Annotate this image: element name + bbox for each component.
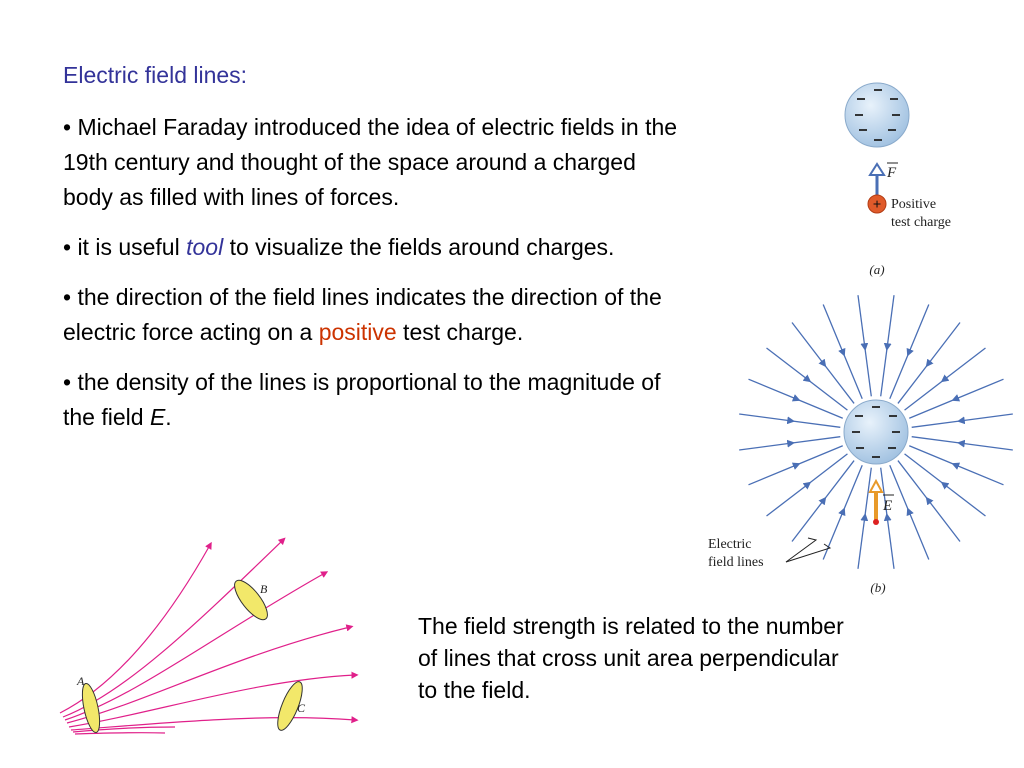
field-line [951,462,1004,486]
field-line-inner [904,453,945,485]
field-line [956,413,1013,425]
field-line [940,347,986,383]
field-lines-label-pointers [785,537,832,563]
field-line-inner [889,465,910,512]
field-lines-label-line2: field lines [708,555,764,570]
panel-label-a: (a) [869,262,884,277]
field-line [951,378,1004,402]
force-vector-arrow [868,162,886,196]
slide-title: Electric field lines: [63,62,248,88]
field-line-inner [889,352,910,399]
bullet-useful-tool: • it is useful tool to visualize the fie… [63,234,615,260]
field-strength-caption: The field strength is related to the num… [418,613,844,703]
field-line-inner [880,467,888,517]
field-line [925,322,961,368]
field-line [748,462,801,486]
field-line-inner [911,420,961,428]
emphasis-positive: positive [318,319,397,345]
field-line [906,304,930,357]
field-line-inner [909,445,956,466]
field-line [940,481,986,517]
field-line-inner [796,445,843,466]
field-line-inner [796,398,843,419]
field-line [883,295,895,352]
field-line [748,378,801,402]
field-line [822,507,846,560]
surface-b [234,579,268,621]
field-line [739,439,796,451]
field-line-inner [791,436,841,444]
radial-field-lines [739,295,1013,569]
field-lines-label-line1: Electric [708,537,752,552]
bullet-list: • Michael Faraday introduced the idea of… [63,110,691,450]
field-line-inner [791,420,841,428]
bullet-faraday: • Michael Faraday introduced the idea of… [63,114,678,210]
field-line-inner [897,363,929,404]
positive-test-charge [867,194,887,214]
field-line-inner [842,465,863,512]
bullet-density: • the density of the lines is proportion… [63,369,661,430]
field-line-inner [897,460,929,501]
field-line [857,512,869,569]
field-line-inner [807,453,848,485]
field-line-inner [823,460,855,501]
test-charge-label-line1: Positive [891,197,936,212]
field-line [766,481,812,517]
field-line [739,413,796,425]
test-charge-label-line2: test charge [891,215,951,230]
surface-c-label: C [297,701,306,715]
field-line [925,496,961,542]
field-line-inner [864,467,872,517]
field-line [791,322,827,368]
field-line-inner [911,436,961,444]
field-line [956,439,1013,451]
panel-label-b: (b) [870,580,885,595]
diverging-field-lines [59,537,359,735]
emphasis-e: E [149,404,166,430]
surface-a-label: A [76,674,85,688]
field-line [791,496,827,542]
force-label: F [886,165,897,181]
field-line [883,512,895,569]
field-line-inner [823,363,855,404]
emphasis-tool: tool [186,234,224,260]
field-line [822,304,846,357]
field-line-inner [904,379,945,411]
field-line-inner [842,352,863,399]
field-line [857,295,869,352]
surface-b-label: B [260,582,268,596]
field-vector-arrow [868,478,884,525]
surface-c [277,681,303,731]
figure-b-field-lines: E Electric field lines (b) [708,295,1013,595]
figure-a-force-diagram: F + Positive test charge (a) [844,82,951,277]
surface-a [81,683,101,733]
field-line-inner [807,379,848,411]
figure-c-line-density: A B C [59,537,359,735]
field-label: E [882,498,892,514]
sphere-minus-signs [855,89,900,141]
sphere-b-minus-signs [852,406,900,458]
test-charge-sign: + [873,197,882,213]
field-line-inner [909,398,956,419]
field-line [906,507,930,560]
field-line [766,347,812,383]
field-line-inner [880,347,888,397]
bullet-direction: • the direction of the field lines indic… [63,284,662,345]
field-line-inner [864,347,872,397]
